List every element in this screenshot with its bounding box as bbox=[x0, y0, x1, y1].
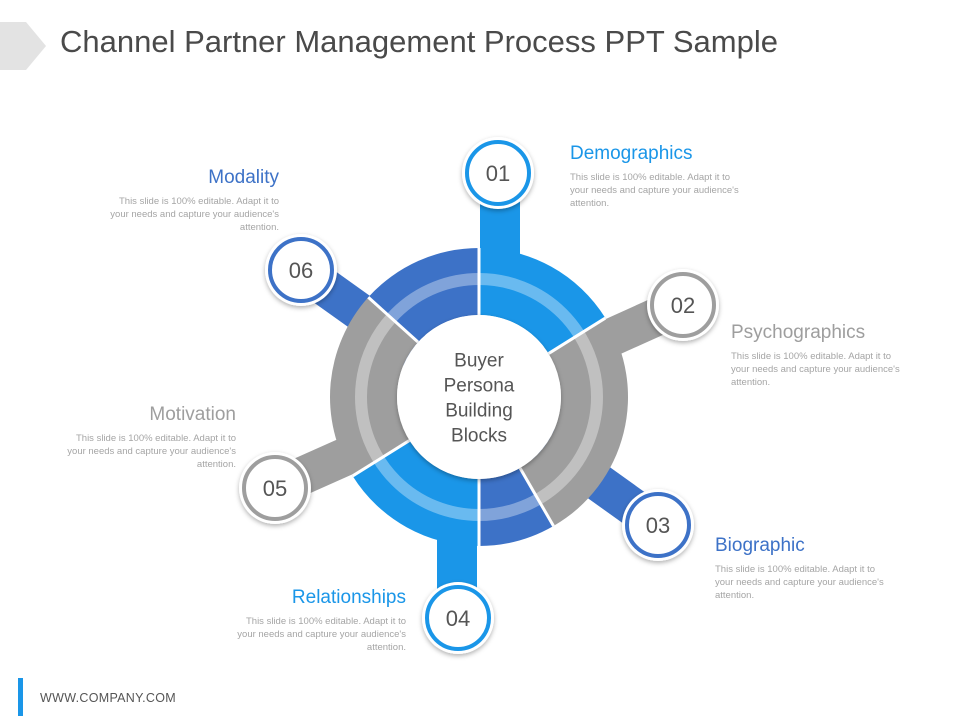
step-03-desc: This slide is 100% editable. Adapt it to… bbox=[715, 564, 884, 601]
step-06-number: 06 bbox=[289, 258, 313, 283]
step-03-number: 03 bbox=[646, 513, 670, 538]
center-text-line: Persona bbox=[444, 376, 515, 397]
step-06-desc: This slide is 100% editable. Adapt it to… bbox=[110, 196, 279, 233]
ring-separator bbox=[351, 439, 411, 478]
title-arrow-icon bbox=[0, 22, 46, 70]
step-05-title: Motivation bbox=[149, 404, 236, 425]
step-05-node bbox=[242, 455, 308, 521]
ring-separator bbox=[547, 316, 607, 355]
center-text-line: Blocks bbox=[451, 426, 507, 447]
ring-sector-06 bbox=[368, 248, 479, 343]
step-04-node bbox=[425, 585, 491, 651]
step-04-number: 04 bbox=[446, 606, 470, 631]
ring-sector-04 bbox=[352, 440, 479, 546]
center-hub bbox=[397, 315, 561, 479]
step-03-title: Biographic bbox=[715, 535, 805, 556]
step-02-label: Psychographics This slide is 100% editab… bbox=[731, 322, 906, 389]
ring-sector-03 bbox=[479, 468, 554, 546]
step-03-label: Biographic This slide is 100% editable. … bbox=[715, 535, 890, 602]
step-02-number: 02 bbox=[671, 293, 695, 318]
step-05-number: 05 bbox=[263, 476, 287, 501]
center-text-line: Buyer bbox=[454, 351, 504, 372]
step-01-desc: This slide is 100% editable. Adapt it to… bbox=[570, 172, 739, 209]
ring-separator bbox=[367, 296, 420, 344]
step-01-label: Demographics This slide is 100% editable… bbox=[570, 143, 745, 210]
step-02-title: Psychographics bbox=[731, 322, 866, 343]
ring-sector-01 bbox=[479, 248, 606, 354]
step-02-desc: This slide is 100% editable. Adapt it to… bbox=[731, 351, 900, 388]
footer-accent-bar bbox=[18, 678, 23, 716]
step-06-label: Modality This slide is 100% editable. Ad… bbox=[104, 167, 279, 234]
step-04-label: Relationships This slide is 100% editabl… bbox=[231, 587, 406, 654]
step-04-title: Relationships bbox=[291, 587, 406, 608]
ring-separator bbox=[518, 467, 555, 527]
footer-url: WWW.COMPANY.COM bbox=[40, 691, 176, 705]
step-01-node bbox=[465, 140, 531, 206]
step-02-node bbox=[650, 272, 716, 338]
page-title: Channel Partner Management Process PPT S… bbox=[60, 24, 778, 59]
step-03-node bbox=[625, 492, 691, 558]
center-text-line: Building bbox=[445, 401, 513, 422]
ring-sector-02 bbox=[520, 318, 628, 527]
step-01-number: 01 bbox=[486, 161, 510, 186]
ring-sector-05 bbox=[330, 297, 419, 476]
step-04-desc: This slide is 100% editable. Adapt it to… bbox=[237, 616, 406, 653]
step-01-title: Demographics bbox=[570, 143, 693, 164]
step-06-node bbox=[268, 237, 334, 303]
step-06-title: Modality bbox=[208, 167, 279, 188]
step-05-desc: This slide is 100% editable. Adapt it to… bbox=[67, 433, 236, 470]
step-05-label: Motivation This slide is 100% editable. … bbox=[61, 404, 236, 471]
